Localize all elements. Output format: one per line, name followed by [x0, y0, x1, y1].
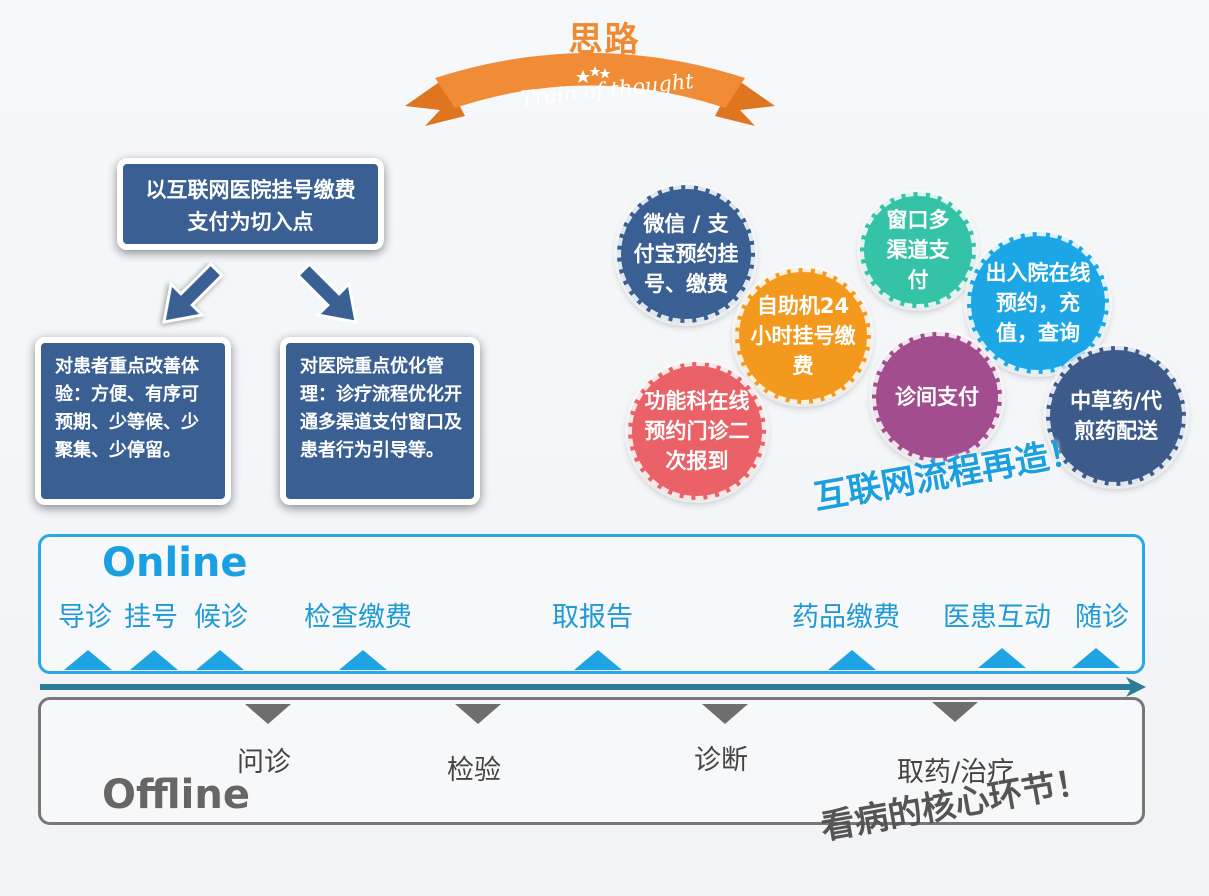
offline-marker [455, 704, 501, 724]
online-step-report: 取报告 [552, 602, 633, 633]
online-step-drug-payment: 药品缴费 [792, 602, 900, 633]
online-marker [339, 650, 387, 670]
circle-window-payment: 窗口多渠道支付 [860, 192, 976, 308]
online-marker [1072, 648, 1120, 668]
online-marker [978, 648, 1026, 668]
entry-point-box: 以互联网医院挂号缴费 支付为切入点 [117, 158, 384, 250]
circle-admission-text: 出入院在线预约，充值，查询 [985, 261, 1091, 345]
entry-point-text: 以互联网医院挂号缴费 支付为切入点 [145, 178, 356, 234]
circle-herbal-delivery-text: 中草药/代煎药配送 [1070, 389, 1162, 443]
offline-step-diagnosis: 诊断 [694, 745, 748, 776]
online-step-interaction: 医患互动 [943, 602, 1051, 633]
circle-admission: 出入院在线预约，充值，查询 [967, 232, 1109, 374]
online-step-waiting: 候诊 [194, 602, 248, 633]
online-marker [828, 650, 876, 670]
hospital-focus-text: 对医院重点优化管理：诊疗流程优化开通多渠道支付窗口及患者行为引导等。 [300, 356, 462, 461]
offline-label: Offline [102, 772, 250, 818]
offline-step-medicine: 取药/治疗 [897, 757, 1015, 788]
arrow-down-right-icon [295, 262, 358, 324]
offline-marker [245, 704, 291, 724]
circle-herbal-delivery: 中草药/代煎药配送 [1046, 346, 1186, 486]
circle-clinic-payment: 诊间支付 [872, 332, 1002, 462]
offline-panel [38, 697, 1145, 825]
circle-clinic-payment-text: 诊间支付 [895, 385, 979, 409]
online-marker [196, 650, 244, 670]
online-step-exam-payment: 检查缴费 [304, 602, 412, 633]
online-markers [64, 648, 1120, 670]
circle-wechat-alipay: 微信 / 支付宝预约挂号、缴费 [617, 185, 755, 323]
offline-marker [702, 704, 748, 724]
circle-function-dept-text: 功能科在线预约门诊二次报到 [644, 389, 750, 473]
circle-window-payment-text: 窗口多渠道支付 [886, 208, 950, 292]
offline-markers [245, 702, 978, 724]
online-label: Online [102, 540, 248, 586]
circle-self-service-text: 自助机24小时挂号缴费 [750, 294, 856, 378]
offline-marker [932, 702, 978, 722]
circle-function-dept: 功能科在线预约门诊二次报到 [628, 362, 766, 500]
page-title: 思路 [568, 20, 641, 60]
offline-step-consult: 问诊 [237, 747, 291, 778]
online-step-followup: 随诊 [1075, 602, 1129, 633]
offline-step-test: 检验 [447, 755, 501, 786]
online-marker [574, 650, 622, 670]
online-step-guide: 导诊 [58, 602, 112, 633]
arrow-down-left-icon [162, 262, 225, 324]
circle-self-service: 自助机24小时挂号缴费 [735, 268, 871, 404]
patient-focus-box: 对患者重点改善体验：方便、有序可预期、少等候、少聚集、少停留。 [35, 337, 231, 505]
online-step-register: 挂号 [124, 602, 178, 633]
timeline-arrow [40, 677, 1146, 697]
patient-focus-text: 对患者重点改善体验：方便、有序可预期、少等候、少聚集、少停留。 [55, 356, 199, 461]
online-panel [38, 534, 1145, 674]
online-marker [64, 650, 112, 670]
ribbon-banner [405, 53, 775, 126]
online-marker [130, 650, 178, 670]
circle-wechat-alipay-text: 微信 / 支付宝预约挂号、缴费 [633, 212, 739, 296]
hospital-focus-box: 对医院重点优化管理：诊疗流程优化开通多渠道支付窗口及患者行为引导等。 [280, 337, 480, 505]
